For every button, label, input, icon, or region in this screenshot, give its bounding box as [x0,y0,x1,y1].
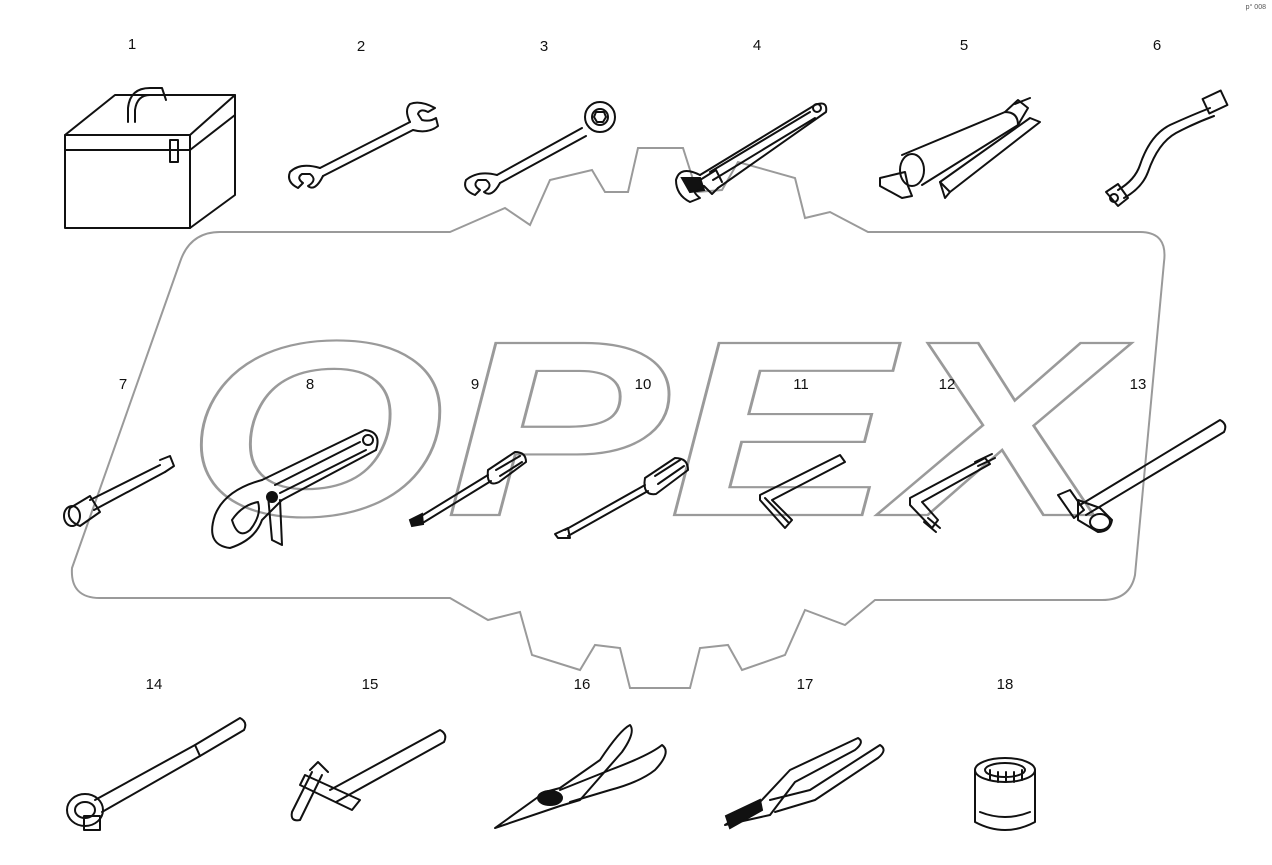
item-number-10: 10 [634,376,652,393]
item-number-15: 15 [361,676,379,693]
watermark-logo: OPEX [70,147,1166,689]
adjustable-pipe-wrench-icon [211,429,379,549]
item-number-2: 2 [356,38,366,55]
combination-wrench-icon [464,101,616,196]
torx-key-icon [909,453,996,533]
bent-socket-wrench-icon [1105,89,1229,207]
item-number-4: 4 [752,37,762,54]
watermark-text: OPEX [185,289,1133,568]
phillips-screwdriver-icon [408,451,527,528]
grease-gun-icon [879,97,1041,199]
adjustable-wrench-icon [675,102,828,203]
item-number-13: 13 [1129,376,1147,393]
hex-key-icon [759,454,846,529]
item-number-14: 14 [145,676,163,693]
item-number-1: 1 [127,36,137,53]
item-number-9: 9 [470,376,480,393]
slip-joint-pliers-icon [724,737,885,830]
item-number-16: 16 [573,676,591,693]
watermark-gear-outline [70,147,1166,689]
item-number-3: 3 [539,38,549,55]
socket-icon [974,757,1036,831]
item-number-18: 18 [996,676,1014,693]
double-open-end-wrench-icon [288,101,439,189]
item-number-12: 12 [938,376,956,393]
item-number-7: 7 [118,376,128,393]
item-number-5: 5 [959,37,969,54]
t-bar-wrench-icon [290,729,447,822]
socket-extension-icon [63,455,175,527]
item-number-8: 8 [305,376,315,393]
ratchet-handle-icon [66,717,247,831]
t-handle-socket-icon [1057,419,1227,533]
corner-code: p° 008 [1245,4,1266,11]
needle-nose-pliers-icon [494,724,667,829]
flat-screwdriver-icon [554,457,689,539]
toolbox-icon [64,87,236,229]
item-number-11: 11 [793,376,809,393]
item-number-17: 17 [796,676,814,693]
item-number-6: 6 [1152,37,1162,54]
